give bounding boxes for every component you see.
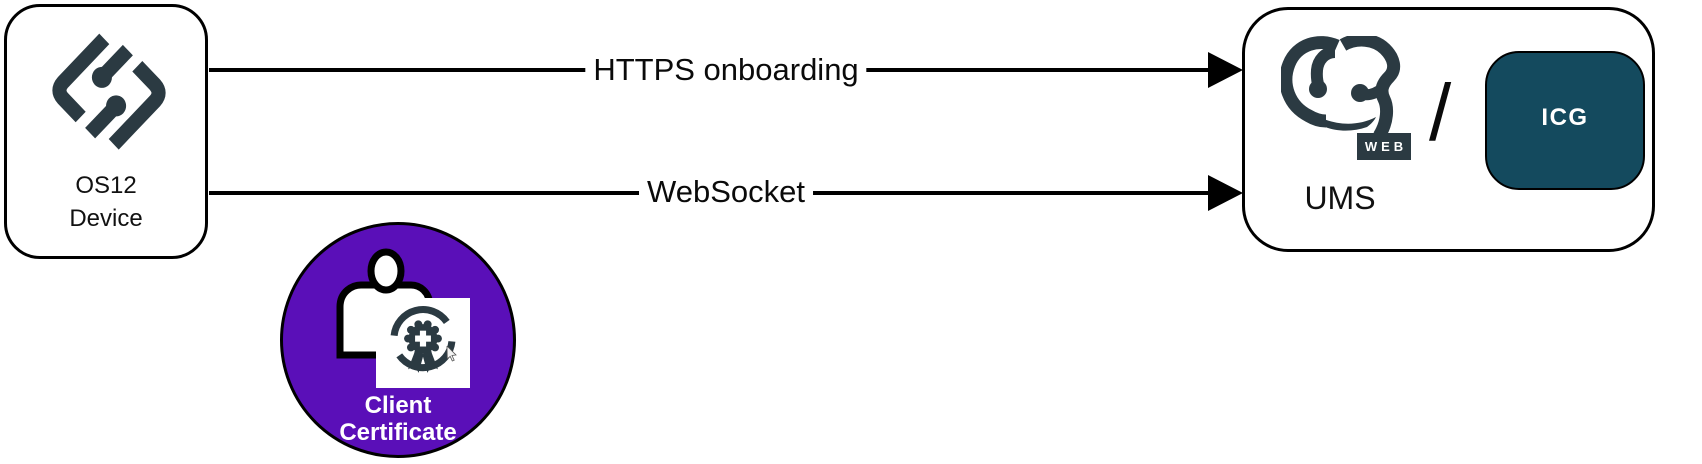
certificate-seal-icon: [390, 306, 456, 373]
node-icg: ICG: [1485, 51, 1645, 190]
web-badge: WEB: [1357, 133, 1411, 160]
client-certificate-badge: Client Certificate: [280, 222, 516, 458]
os12-label-line1: OS12: [75, 172, 137, 199]
arrow-websocket-head-icon: [1208, 175, 1243, 211]
ums-label: UMS: [1304, 180, 1376, 216]
arrow-https-label: HTTPS onboarding: [585, 52, 867, 88]
ums-web-logo: WEB: [1281, 36, 1413, 160]
certificate-image: [376, 298, 470, 388]
node-ums-icg: WEB UMS / ICG: [1242, 7, 1655, 252]
separator-slash: /: [1429, 68, 1452, 157]
os12-label-line2: Device: [69, 205, 143, 232]
igel-ums-web-logo-icon: [1281, 36, 1401, 136]
arrow-https-head-icon: [1208, 52, 1243, 88]
arrow-websocket-label: WebSocket: [639, 174, 813, 210]
client-certificate-label-line1: Client: [364, 392, 432, 419]
node-os12-device: OS12 Device: [4, 4, 208, 259]
igel-os12-logo-icon: [52, 33, 166, 150]
client-certificate-label: Client Certificate: [283, 392, 513, 446]
client-certificate-label-line2: Certificate: [339, 419, 457, 446]
os12-device-label: OS12 Device: [7, 169, 205, 235]
icg-label: ICG: [1541, 103, 1589, 131]
mouse-cursor-icon: [446, 346, 457, 362]
